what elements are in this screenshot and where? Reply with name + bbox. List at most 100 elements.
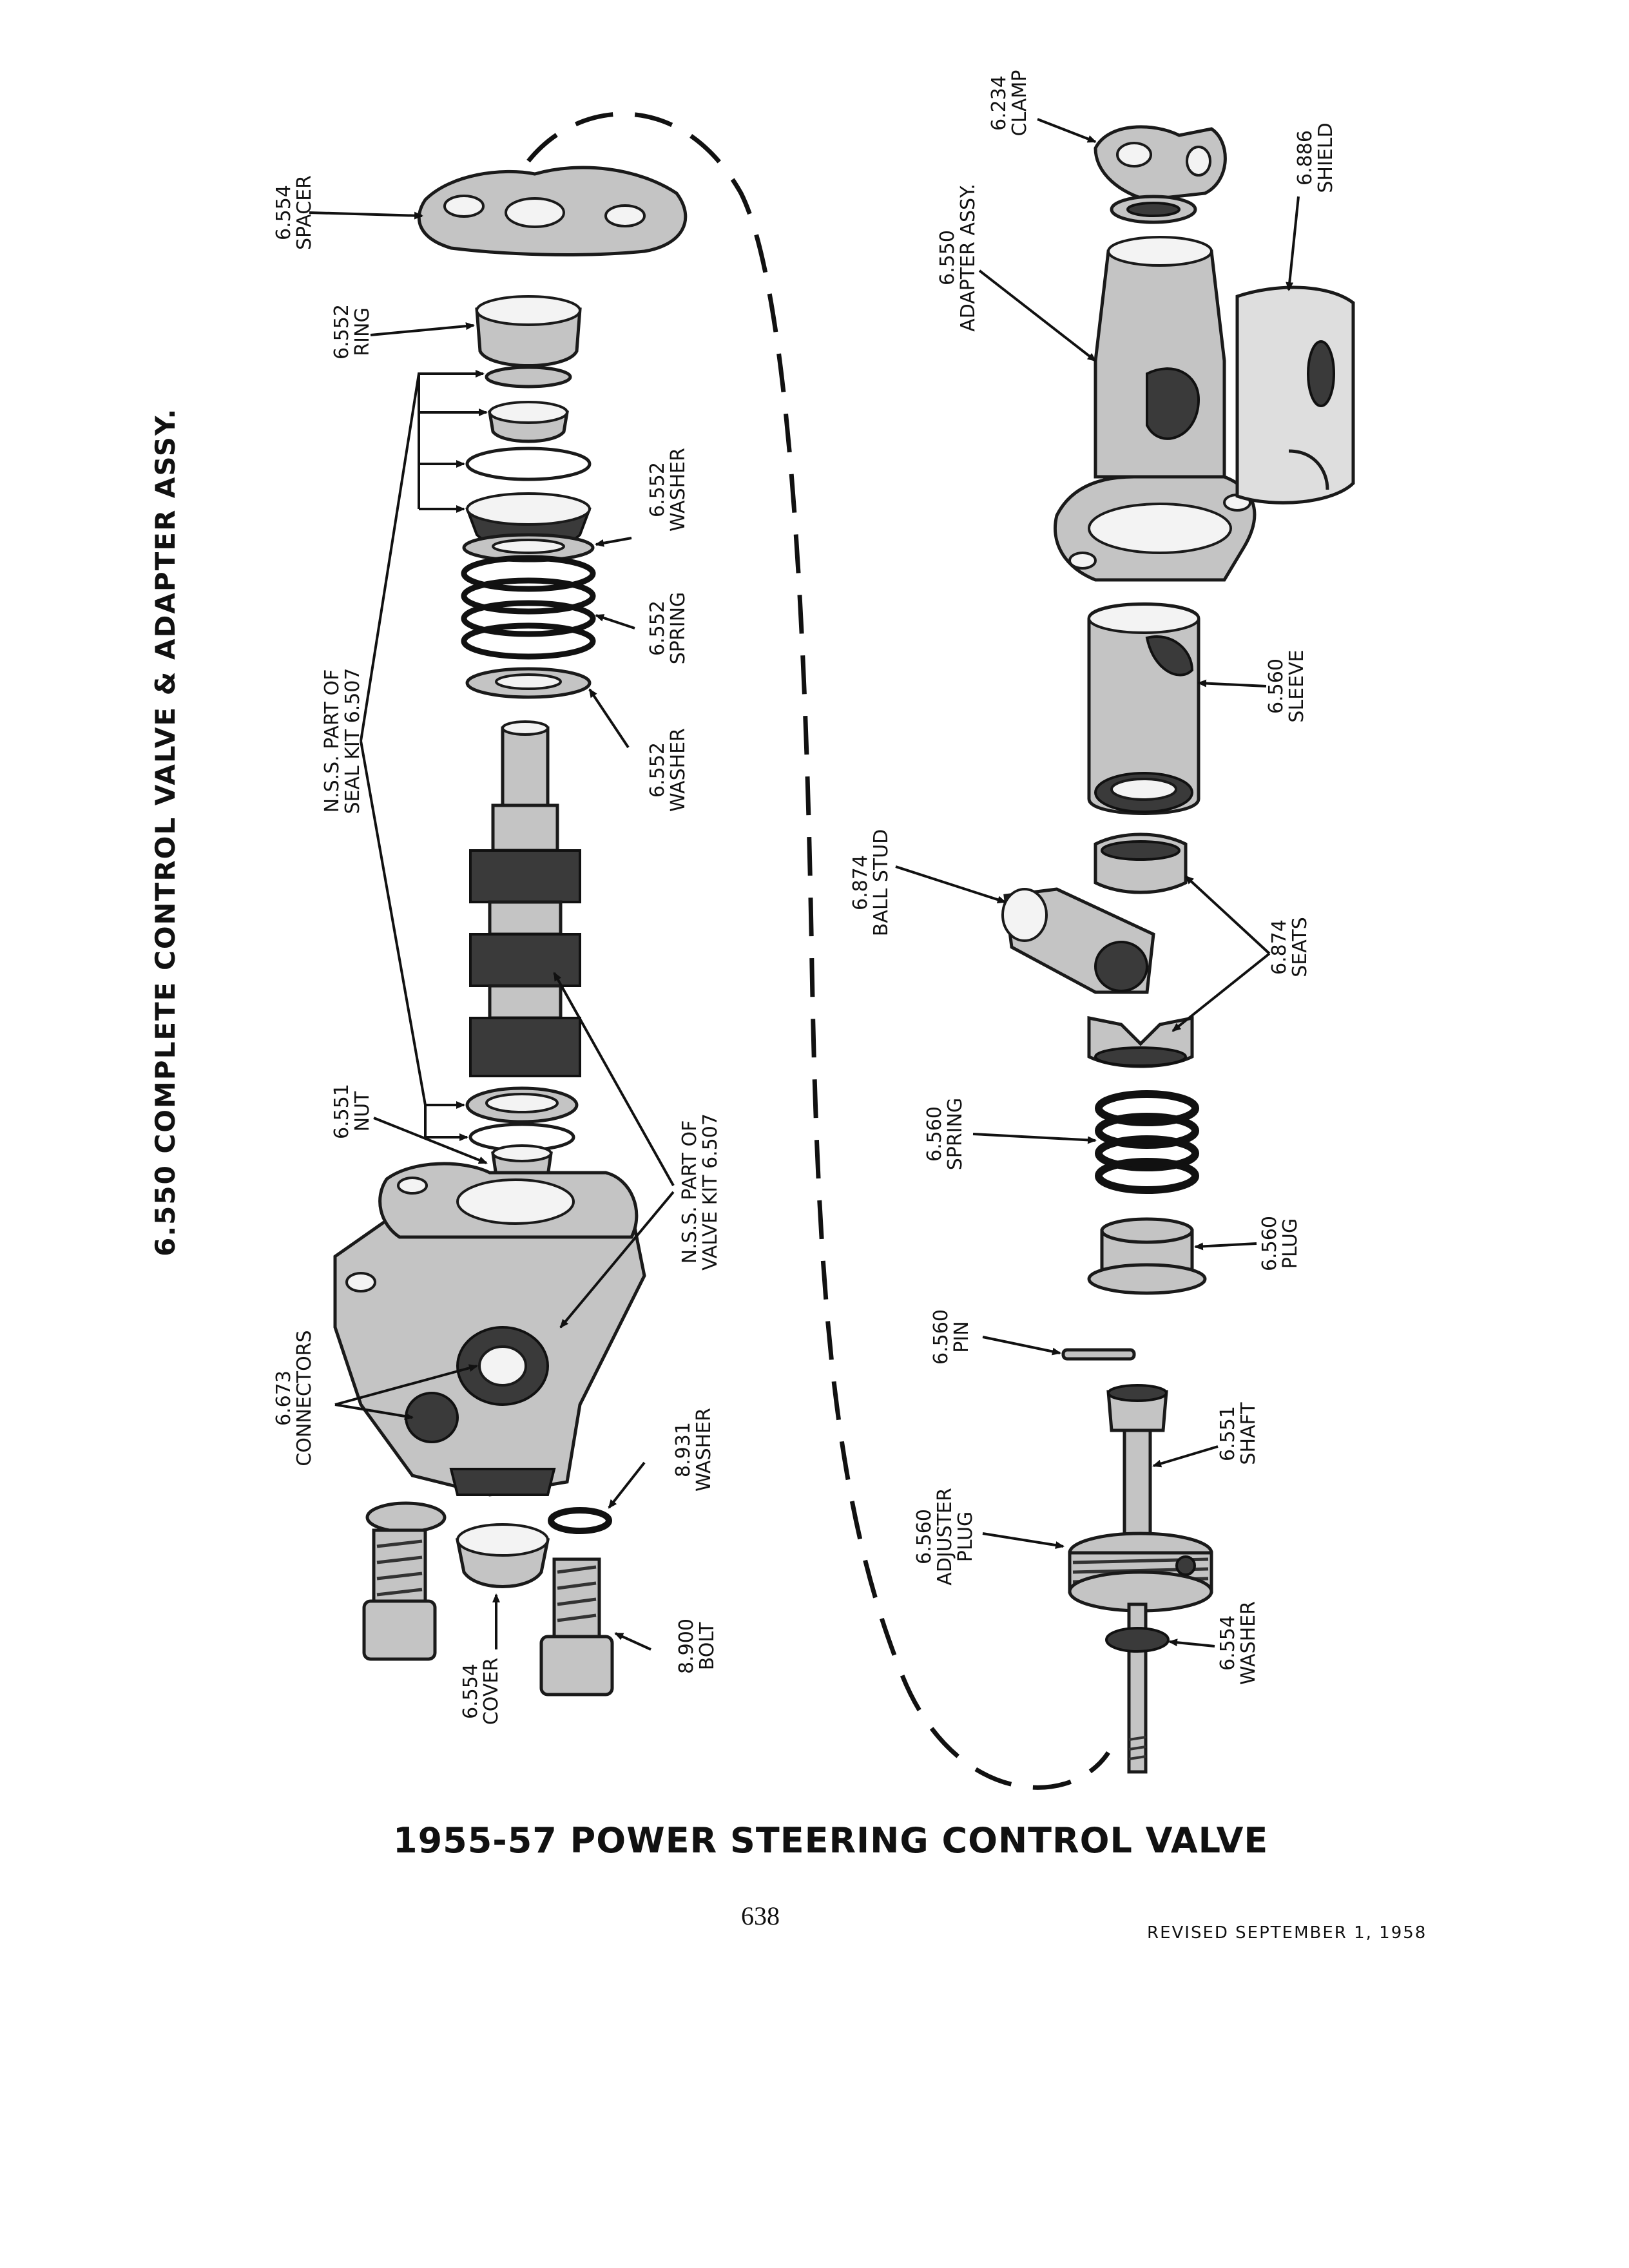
callout-spacer-number: 6.554: [273, 185, 295, 240]
callout-bolt: 8.900 BOLT: [675, 1619, 718, 1674]
callout-seats: 6.874 SEATS: [1268, 917, 1311, 977]
callout-bolt-number: 8.900: [675, 1619, 698, 1674]
callout-bolt-name: BOLT: [696, 1622, 718, 1670]
callout-seal-kit-line1: N.S.S. PART OF: [321, 669, 343, 813]
callout-spring-552-number: 6.552: [646, 601, 669, 656]
spring-560-part: [1095, 1090, 1199, 1194]
callout-clamp-number: 6.234: [988, 75, 1010, 131]
callout-connectors-name: CONNECTORS: [293, 1330, 316, 1466]
callout-adapter: 6.550 ADAPTER ASSY.: [936, 184, 979, 332]
callout-seal-kit-line2: SEAL KIT 6.507: [342, 668, 364, 814]
ring-part: [475, 295, 582, 367]
leader-lines: [309, 118, 1300, 1651]
callout-washer-top-name: WASHER: [667, 448, 689, 532]
callout-washer-554-name: WASHER: [1237, 1601, 1260, 1685]
o-rings-part: [465, 1086, 579, 1152]
callout-adjuster-line2: ADJUSTER: [934, 1488, 956, 1586]
callout-plug-name: PLUG: [1279, 1218, 1302, 1269]
callout-washer-554: 6.554 WASHER: [1217, 1601, 1260, 1685]
callout-nut-name: NUT: [351, 1091, 374, 1131]
callout-ring-name: RING: [351, 307, 374, 356]
callout-connectors: 6.673 CONNECTORS: [273, 1330, 316, 1466]
callout-shaft-name: SHAFT: [1237, 1402, 1260, 1465]
callout-seats-name: SEATS: [1289, 917, 1311, 977]
callout-shield-name: SHIELD: [1315, 122, 1337, 193]
callout-valve-kit-line1: N.S.S. PART OF: [679, 1120, 701, 1264]
callout-sleeve: 6.560 SLEEVE: [1265, 649, 1308, 722]
callout-washer-top-number: 6.552: [646, 462, 669, 517]
sleeve-part: [1087, 602, 1200, 815]
callout-cover-number: 6.554: [459, 1664, 482, 1719]
spring-552-part: [461, 555, 596, 660]
pin-part: [1061, 1348, 1136, 1361]
callout-plug-number: 6.560: [1258, 1216, 1281, 1271]
valve-body-part: [333, 1162, 646, 1497]
callout-ring: 6.552 RING: [331, 304, 374, 360]
callout-connectors-number: 6.673: [273, 1370, 295, 1426]
revised-date: REVISED SEPTEMBER 1, 1958: [1147, 1923, 1427, 1943]
callout-spacer: 6.554 SPACER: [273, 175, 316, 250]
callout-adapter-number: 6.550: [936, 230, 959, 285]
callout-ball-stud: 6.874 BALL STUD: [849, 829, 892, 937]
callout-washer-931-name: WASHER: [693, 1408, 715, 1492]
spacer-part: [418, 166, 688, 256]
bolt-right-part: [539, 1557, 614, 1696]
callout-spacer-name: SPACER: [293, 175, 316, 250]
callout-cover-name: COVER: [480, 1658, 503, 1725]
callout-shield-number: 6.886: [1294, 130, 1316, 186]
callout-clamp-name: CLAMP: [1008, 70, 1031, 137]
callout-seal-kit: N.S.S. PART OF SEAL KIT 6.507: [321, 668, 364, 814]
callout-spring-560-number: 6.560: [923, 1106, 946, 1162]
callout-washer-mid-name: WASHER: [667, 728, 689, 812]
callout-spring-560: 6.560 SPRING: [923, 1098, 967, 1171]
callout-shield: 6.886 SHIELD: [1294, 122, 1337, 193]
callout-spring-552-name: SPRING: [667, 592, 689, 665]
callout-sleeve-name: SLEEVE: [1286, 649, 1308, 722]
callout-washer-top: 6.552 WASHER: [646, 448, 689, 532]
valve-spool-part: [469, 720, 581, 1077]
callout-valve-kit-line2: VALVE KIT 6.507: [699, 1113, 722, 1271]
adapter-assy-part: [1054, 236, 1257, 582]
callout-spring-560-name: SPRING: [944, 1098, 967, 1171]
callout-pin-number: 6.560: [930, 1309, 952, 1365]
callout-shaft: 6.551 SHAFT: [1217, 1402, 1260, 1465]
callout-nut: 6.551 NUT: [331, 1084, 374, 1139]
seat-bottom-part: [1087, 1015, 1194, 1068]
callout-adapter-name: ADAPTER ASSY.: [957, 184, 979, 332]
callout-nut-number: 6.551: [331, 1084, 353, 1139]
callout-plug: 6.560 PLUG: [1258, 1216, 1302, 1271]
cover-part: [455, 1523, 550, 1588]
callout-ball-stud-number: 6.874: [849, 855, 872, 910]
seat-top-part: [1094, 832, 1188, 894]
callout-washer-554-number: 6.554: [1217, 1615, 1239, 1671]
callout-washer-931: 8.931 WASHER: [672, 1408, 715, 1492]
callout-clamp: 6.234 CLAMP: [988, 70, 1031, 137]
callout-ring-number: 6.552: [331, 304, 353, 360]
callout-washer-mid-number: 6.552: [646, 742, 669, 798]
callout-seats-number: 6.874: [1268, 919, 1291, 975]
callout-washer-931-number: 8.931: [672, 1422, 695, 1477]
washer-mid-part: [465, 667, 592, 699]
callout-washer-mid: 6.552 WASHER: [646, 728, 689, 812]
callout-ball-stud-name: BALL STUD: [870, 829, 892, 937]
main-title: 1955-57 POWER STEERING CONTROL VALVE: [393, 1820, 1269, 1861]
callout-adjuster: 6.560 ADJUSTER PLUG: [913, 1488, 977, 1586]
side-title: 6.550 COMPLETE CONTROL VALVE & ADAPTER A…: [149, 407, 181, 1256]
callout-shaft-number: 6.551: [1217, 1406, 1239, 1461]
plug-part: [1087, 1217, 1207, 1295]
callout-valve-kit: N.S.S. PART OF VALVE KIT 6.507: [679, 1113, 722, 1271]
bolt-left-part: [362, 1501, 447, 1661]
callout-spring-552: 6.552 SPRING: [646, 592, 689, 665]
callout-pin-name: PIN: [950, 1321, 973, 1352]
washer-931-part: [548, 1507, 612, 1534]
clamp-part: [1094, 125, 1227, 224]
callout-cover: 6.554 COVER: [459, 1658, 503, 1725]
seal-stack: [465, 365, 592, 551]
page-number: 638: [741, 1901, 780, 1930]
callout-pin: 6.560 PIN: [930, 1309, 973, 1365]
ball-stud-part: [1001, 887, 1155, 994]
shield-part: [1235, 285, 1355, 505]
dashed-assembly-outline: [526, 111, 1110, 1790]
callout-adjuster-number: 6.560: [913, 1509, 936, 1564]
